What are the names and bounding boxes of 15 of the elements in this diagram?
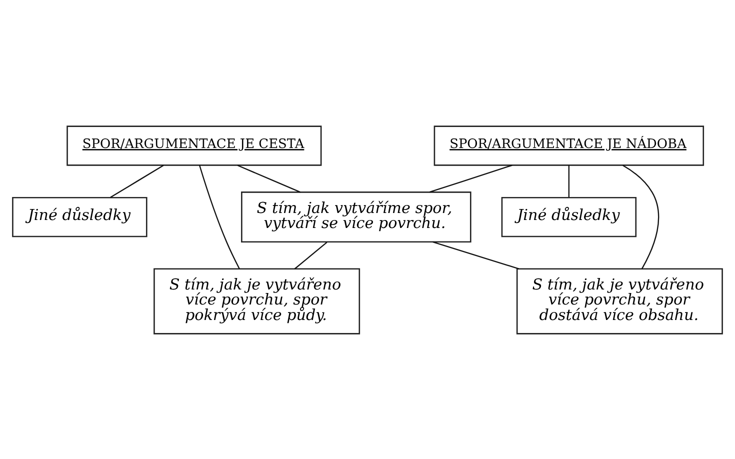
node-box: Jiné důsledky (12, 196, 148, 237)
connector (110, 164, 164, 198)
node-box: SPOR/ARGUMENTACE JE CESTA (66, 125, 322, 166)
connector (622, 164, 660, 269)
connector (199, 164, 240, 269)
connector (237, 164, 301, 192)
connector (429, 164, 512, 192)
connector (432, 240, 520, 269)
node-box: S tím, jak vytváříme spor, vytváří se více povrchu. (241, 191, 472, 242)
node-box: SPOR/ARGUMENTACE JE NÁDOBA (434, 125, 704, 166)
node-box: Jiné důsledky (501, 196, 637, 237)
node-box: S tím, jak je vytvářeno více povrchu, spor pokrývá více půdy. (154, 268, 360, 334)
connector (294, 241, 328, 269)
connector (568, 164, 570, 197)
node-box: S tím, jak je vytvářeno více povrchu, spor dostává více obsahu. (516, 268, 723, 334)
